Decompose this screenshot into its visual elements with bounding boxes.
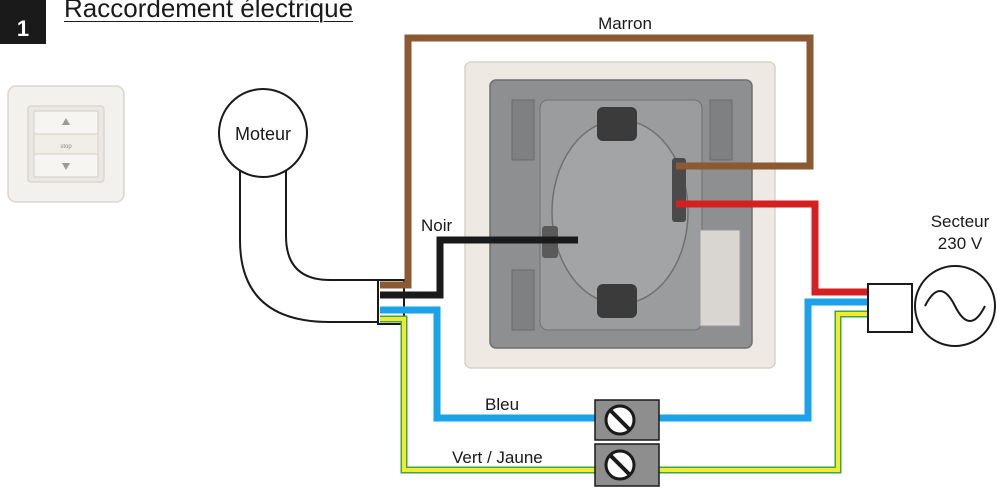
up-arrow-icon bbox=[62, 118, 70, 125]
wires bbox=[380, 34, 870, 474]
blue-wire-label: Bleu bbox=[485, 395, 519, 414]
black-wire bbox=[380, 236, 578, 299]
red-wire bbox=[676, 200, 870, 296]
blue-wire-motor bbox=[380, 306, 598, 422]
mains-label-line1: Secteur bbox=[931, 212, 990, 231]
terminal-block-green-yellow bbox=[594, 443, 660, 487]
ac-wave-icon bbox=[924, 290, 986, 322]
blue-wire-mains bbox=[656, 298, 870, 422]
terminal-block-blue bbox=[594, 399, 660, 441]
brown-wire-label: Marron bbox=[598, 14, 652, 33]
mains-label-line2: 230 V bbox=[938, 234, 983, 253]
screw-icon bbox=[609, 454, 631, 476]
motor-label: Moteur bbox=[235, 124, 291, 144]
black-wire-label: Noir bbox=[421, 216, 453, 235]
page-title: Raccordement électrique bbox=[64, 0, 354, 23]
green-yellow-wire-label: Vert / Jaune bbox=[452, 448, 543, 467]
brown-wire bbox=[380, 34, 814, 289]
screw-icon bbox=[609, 409, 631, 431]
mains-symbol: Secteur 230 V bbox=[867, 212, 996, 347]
step-number-badge: 1 bbox=[0, 0, 46, 44]
switch-mechanism bbox=[464, 61, 776, 369]
motor-symbol: Moteur bbox=[218, 88, 308, 178]
down-arrow-icon bbox=[62, 163, 70, 170]
stop-label: stop bbox=[60, 144, 72, 150]
motor-cable bbox=[239, 158, 405, 325]
switch-thumbnail: stop bbox=[7, 85, 125, 203]
